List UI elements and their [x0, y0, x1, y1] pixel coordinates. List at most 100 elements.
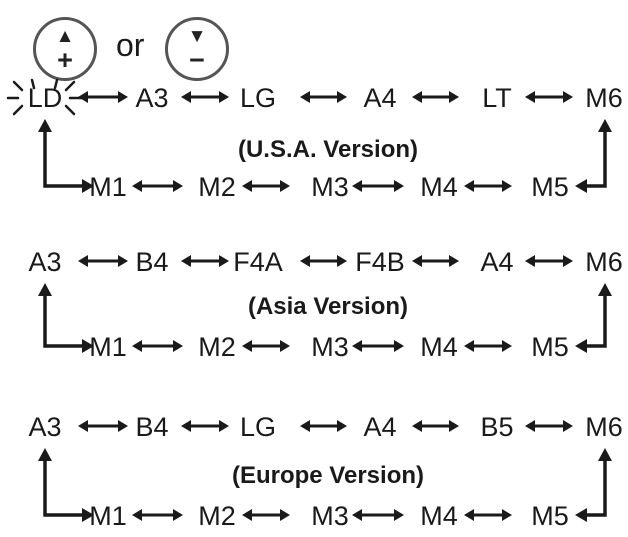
v2-top-arrow-5-left-head [525, 255, 535, 267]
v1-right-up-arrowhead [598, 119, 612, 132]
v3-top-arrow-1-left-head [78, 420, 88, 432]
v1-bottom-label-m5: M5 [531, 172, 569, 202]
v2-right-left-arrowhead [575, 339, 587, 353]
v3-bottom-arrow-3-left-head [352, 509, 362, 521]
v3-bottom-arrow-3-right-head [394, 509, 404, 521]
v1-right-connector [584, 131, 607, 188]
v3-right-connector [584, 460, 607, 517]
plus-icon: + [57, 45, 73, 75]
ld-blink-ray-7 [12, 104, 24, 116]
v3-left-connector [43, 460, 84, 517]
ld-blink-ray-2 [30, 78, 36, 90]
v2-left-connector [43, 295, 84, 348]
v3-bottom-arrow-4-right-head [502, 509, 512, 521]
v3-top-label-a4: A4 [363, 412, 396, 442]
up-triangle-icon: ▲ [55, 26, 75, 47]
v2-top-arrow-1-right-head [118, 255, 128, 267]
v2-bottom-arrow-2-right-head [280, 340, 290, 352]
v3-top-arrow-5-left-head [525, 420, 535, 432]
v2-top-arrow-4-right-head [449, 255, 459, 267]
up-plus-button[interactable]: ▲ + [33, 17, 97, 81]
v2-top-arrow-1-left-head [78, 255, 88, 267]
v3-bottom-label-m5: M5 [531, 501, 569, 531]
v1-bottom-arrow-1-right-head [173, 180, 183, 192]
v1-bottom-label-m4: M4 [420, 172, 458, 202]
v1-bottom-arrow-3-right-head [394, 180, 404, 192]
v3-top-arrow-5-right-head [563, 420, 573, 432]
v2-top-label-a3: A3 [28, 247, 61, 277]
v1-version-title: (U.S.A. Version) [238, 136, 418, 163]
v2-top-label-f4b: F4B [355, 247, 405, 277]
v2-top-label-b4: B4 [135, 247, 168, 277]
v3-bottom-arrow-4-left-head [464, 509, 474, 521]
v3-bottom-label-m2: M2 [198, 501, 236, 531]
v1-right-left-arrowhead [575, 179, 587, 193]
v2-bottom-label-m4: M4 [420, 332, 458, 362]
v1-top-arrow-3-left-head [300, 91, 310, 103]
v3-bottom-label-m4: M4 [420, 501, 458, 531]
v2-top-label-a4: A4 [480, 247, 513, 277]
v1-bottom-arrow-4-left-head [464, 180, 474, 192]
v3-left-up-arrowhead [38, 448, 52, 461]
v3-top-arrow-3-right-head [337, 420, 347, 432]
v1-bottom-arrow-3-left-head [352, 180, 362, 192]
v2-bottom-arrow-2-left-head [242, 340, 252, 352]
v3-bottom-label-m1: M1 [89, 501, 127, 531]
v1-bottom-label-m2: M2 [198, 172, 236, 202]
v1-left-right-arrowhead [82, 179, 94, 193]
v2-top-arrow-3-left-head [300, 255, 310, 267]
v1-top-arrow-5-right-head [563, 91, 573, 103]
v2-version-title: (Asia Version) [248, 293, 408, 320]
v2-bottom-arrow-4-right-head [502, 340, 512, 352]
ld-blink-ray-3 [53, 78, 59, 90]
v2-bottom-arrow-4-left-head [464, 340, 474, 352]
v1-left-connector [43, 131, 84, 188]
ld-blink-ray-1 [12, 80, 24, 92]
v2-top-label-f4a: F4A [233, 247, 283, 277]
v3-bottom-arrow-2-right-head [280, 509, 290, 521]
v3-top-arrow-4-left-head [412, 420, 422, 432]
v3-top-arrow-2-right-head [219, 420, 229, 432]
ld-blink-ray-4 [64, 80, 76, 92]
v3-version-title: (Europe Version) [232, 462, 424, 489]
v3-left-right-arrowhead [82, 508, 94, 522]
v3-top-label-b4: B4 [135, 412, 168, 442]
v3-bottom-arrow-2-left-head [242, 509, 252, 521]
v2-left-up-arrowhead [38, 283, 52, 296]
ld-blink-ray-8 [64, 104, 76, 116]
v1-top-label-a4: A4 [363, 83, 396, 113]
v2-bottom-arrow-1-left-head [132, 340, 142, 352]
v1-bottom-arrow-1-left-head [132, 180, 142, 192]
v2-top-arrow-5-right-head [563, 255, 573, 267]
v3-bottom-arrow-1-right-head [173, 509, 183, 521]
v2-top-arrow-2-left-head [181, 255, 191, 267]
v2-top-arrow-3-right-head [337, 255, 347, 267]
v1-top-arrow-1-right-head [118, 91, 128, 103]
v2-top-arrow-4-left-head [412, 255, 422, 267]
v2-bottom-label-m5: M5 [531, 332, 569, 362]
v1-top-label-a3: A3 [135, 83, 168, 113]
v3-right-up-arrowhead [598, 448, 612, 461]
v1-top-arrow-4-right-head [449, 91, 459, 103]
v3-bottom-arrow-1-left-head [132, 509, 142, 521]
v3-top-arrow-3-left-head [300, 420, 310, 432]
v2-bottom-label-m2: M2 [198, 332, 236, 362]
v1-bottom-label-m1: M1 [89, 172, 127, 202]
v3-top-label-a3: A3 [28, 412, 61, 442]
v3-top-label-b5: B5 [480, 412, 513, 442]
or-label: or [116, 27, 145, 63]
v1-bottom-arrow-4-right-head [502, 180, 512, 192]
v1-left-up-arrowhead [38, 119, 52, 132]
v3-top-arrow-1-right-head [118, 420, 128, 432]
v1-top-arrow-2-left-head [181, 91, 191, 103]
v1-bottom-arrow-2-right-head [280, 180, 290, 192]
v2-bottom-arrow-1-right-head [173, 340, 183, 352]
down-minus-button[interactable]: ▼ − [165, 17, 229, 81]
v3-top-label-m6: M6 [585, 412, 623, 442]
v2-bottom-label-m3: M3 [311, 332, 349, 362]
v2-bottom-arrow-3-left-head [352, 340, 362, 352]
v3-top-arrow-2-left-head [181, 420, 191, 432]
v3-top-label-lg: LG [240, 412, 276, 442]
v1-top-label-lg: LG [240, 83, 276, 113]
